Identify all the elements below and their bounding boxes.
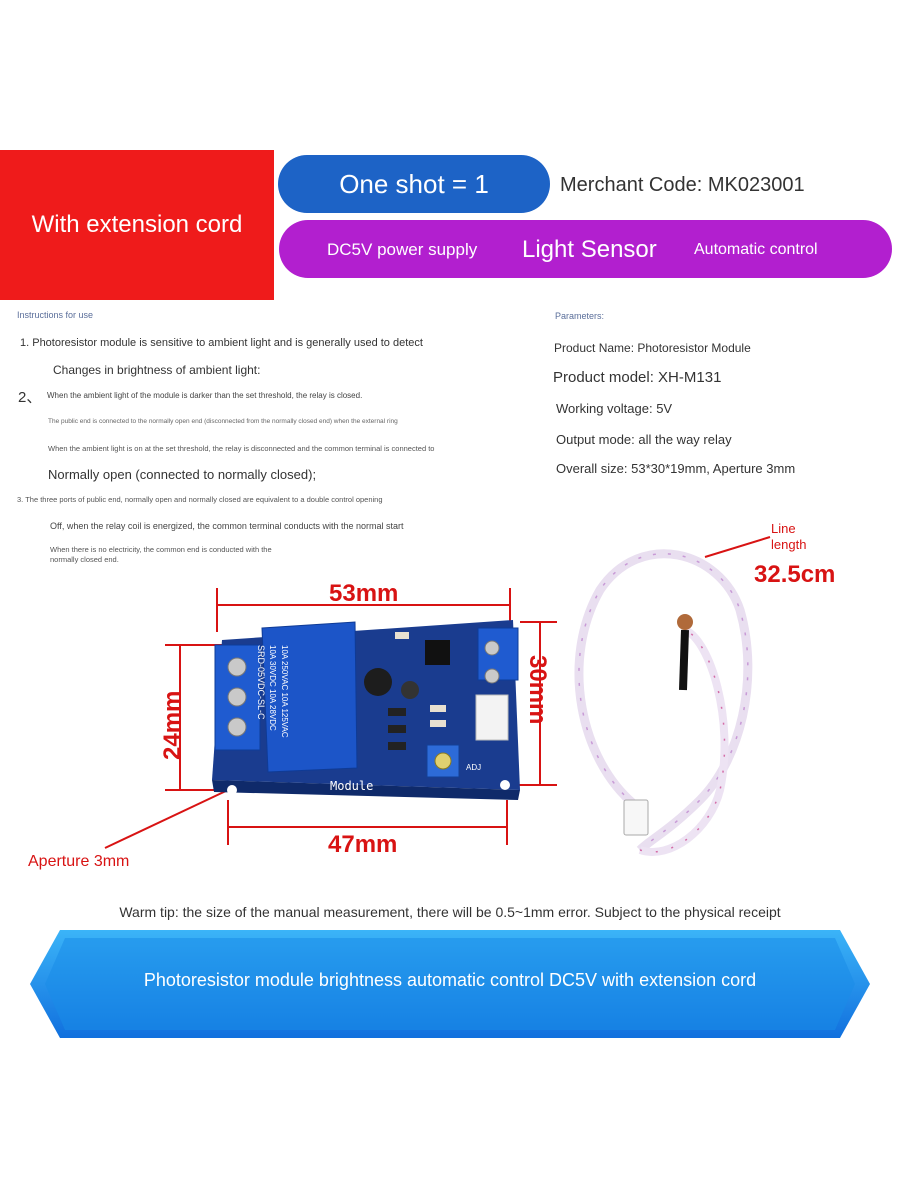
- adj-label: ADJ: [466, 763, 481, 772]
- instructions-title: Instructions for use: [17, 310, 94, 320]
- param-product-model: Product model: XH-M131: [553, 369, 722, 386]
- bottom-banner: [30, 930, 870, 1038]
- instruction-line-4: The public end is connected to the norma…: [48, 418, 398, 425]
- relay-board: 10A 250VAC 10A 125VAC 10A 30VDC 10A 28VD…: [212, 620, 520, 800]
- instruction-line-5: When the ambient light is on at the set …: [48, 444, 435, 453]
- sensor-cable: [574, 549, 753, 856]
- instruction-line-2: Changes in brightness of ambient light:: [53, 363, 261, 377]
- param-output-mode: Output mode: all the way relay: [556, 432, 732, 447]
- instruction-num-2: 2、: [18, 389, 42, 406]
- one-shot-pill: One shot = 1: [278, 155, 550, 213]
- one-shot-label: One shot = 1: [339, 168, 489, 199]
- extension-cord-label: With extension cord: [31, 211, 243, 238]
- param-working-voltage: Working voltage: 5V: [556, 401, 673, 416]
- dimension-top: 53mm: [329, 580, 398, 607]
- instruction-line-9a: When there is no electricity, the common…: [50, 545, 272, 554]
- product-illustration: 10A 250VAC 10A 125VAC 10A 30VDC 10A 28VD…: [28, 521, 835, 870]
- param-overall-size: Overall size: 53*30*19mm, Aperture 3mm: [556, 461, 796, 476]
- instruction-line-7: 3. The three ports of public end, normal…: [17, 495, 383, 504]
- instruction-line-1: 1. Photoresistor module is sensitive to …: [20, 337, 423, 349]
- relay-print-2: 10A 30VDC 10A 28VDC: [268, 645, 277, 731]
- param-product-name: Product Name: Photoresistor Module: [554, 341, 751, 355]
- line-label-2: length: [771, 537, 806, 552]
- parameters-title: Parameters:: [555, 311, 605, 321]
- instruction-line-9b: normally closed end.: [50, 555, 119, 564]
- dimension-bottom: 47mm: [328, 831, 397, 858]
- extension-cord-box: With extension cord: [0, 150, 274, 300]
- relay-print-3: SRD-05VDC-SL-C: [256, 645, 266, 720]
- instruction-line-3: When the ambient light of the module is …: [47, 391, 363, 400]
- dimension-left: 24mm: [159, 691, 186, 760]
- merchant-code: Merchant Code: MK023001: [560, 174, 805, 196]
- instruction-line-8: Off, when the relay coil is energized, t…: [50, 521, 404, 531]
- instruction-line-6: Normally open (connected to normally clo…: [48, 467, 317, 482]
- power-supply-label: DC5V power supply: [327, 240, 478, 259]
- line-label-1: Line: [771, 521, 796, 536]
- module-label: Module: [330, 779, 373, 793]
- dimension-right: 30mm: [524, 655, 551, 724]
- relay-print-1: 10A 250VAC 10A 125VAC: [280, 645, 289, 738]
- features-pill: DC5V power supply Light Sensor Automatic…: [279, 220, 892, 278]
- banner-text: Photoresistor module brightness automati…: [143, 970, 757, 990]
- warm-tip: Warm tip: the size of the manual measure…: [119, 904, 781, 920]
- light-sensor-label: Light Sensor: [522, 236, 657, 263]
- automatic-control-label: Automatic control: [694, 241, 818, 258]
- aperture-label: Aperture 3mm: [28, 853, 129, 870]
- line-length-value: 32.5cm: [754, 561, 835, 588]
